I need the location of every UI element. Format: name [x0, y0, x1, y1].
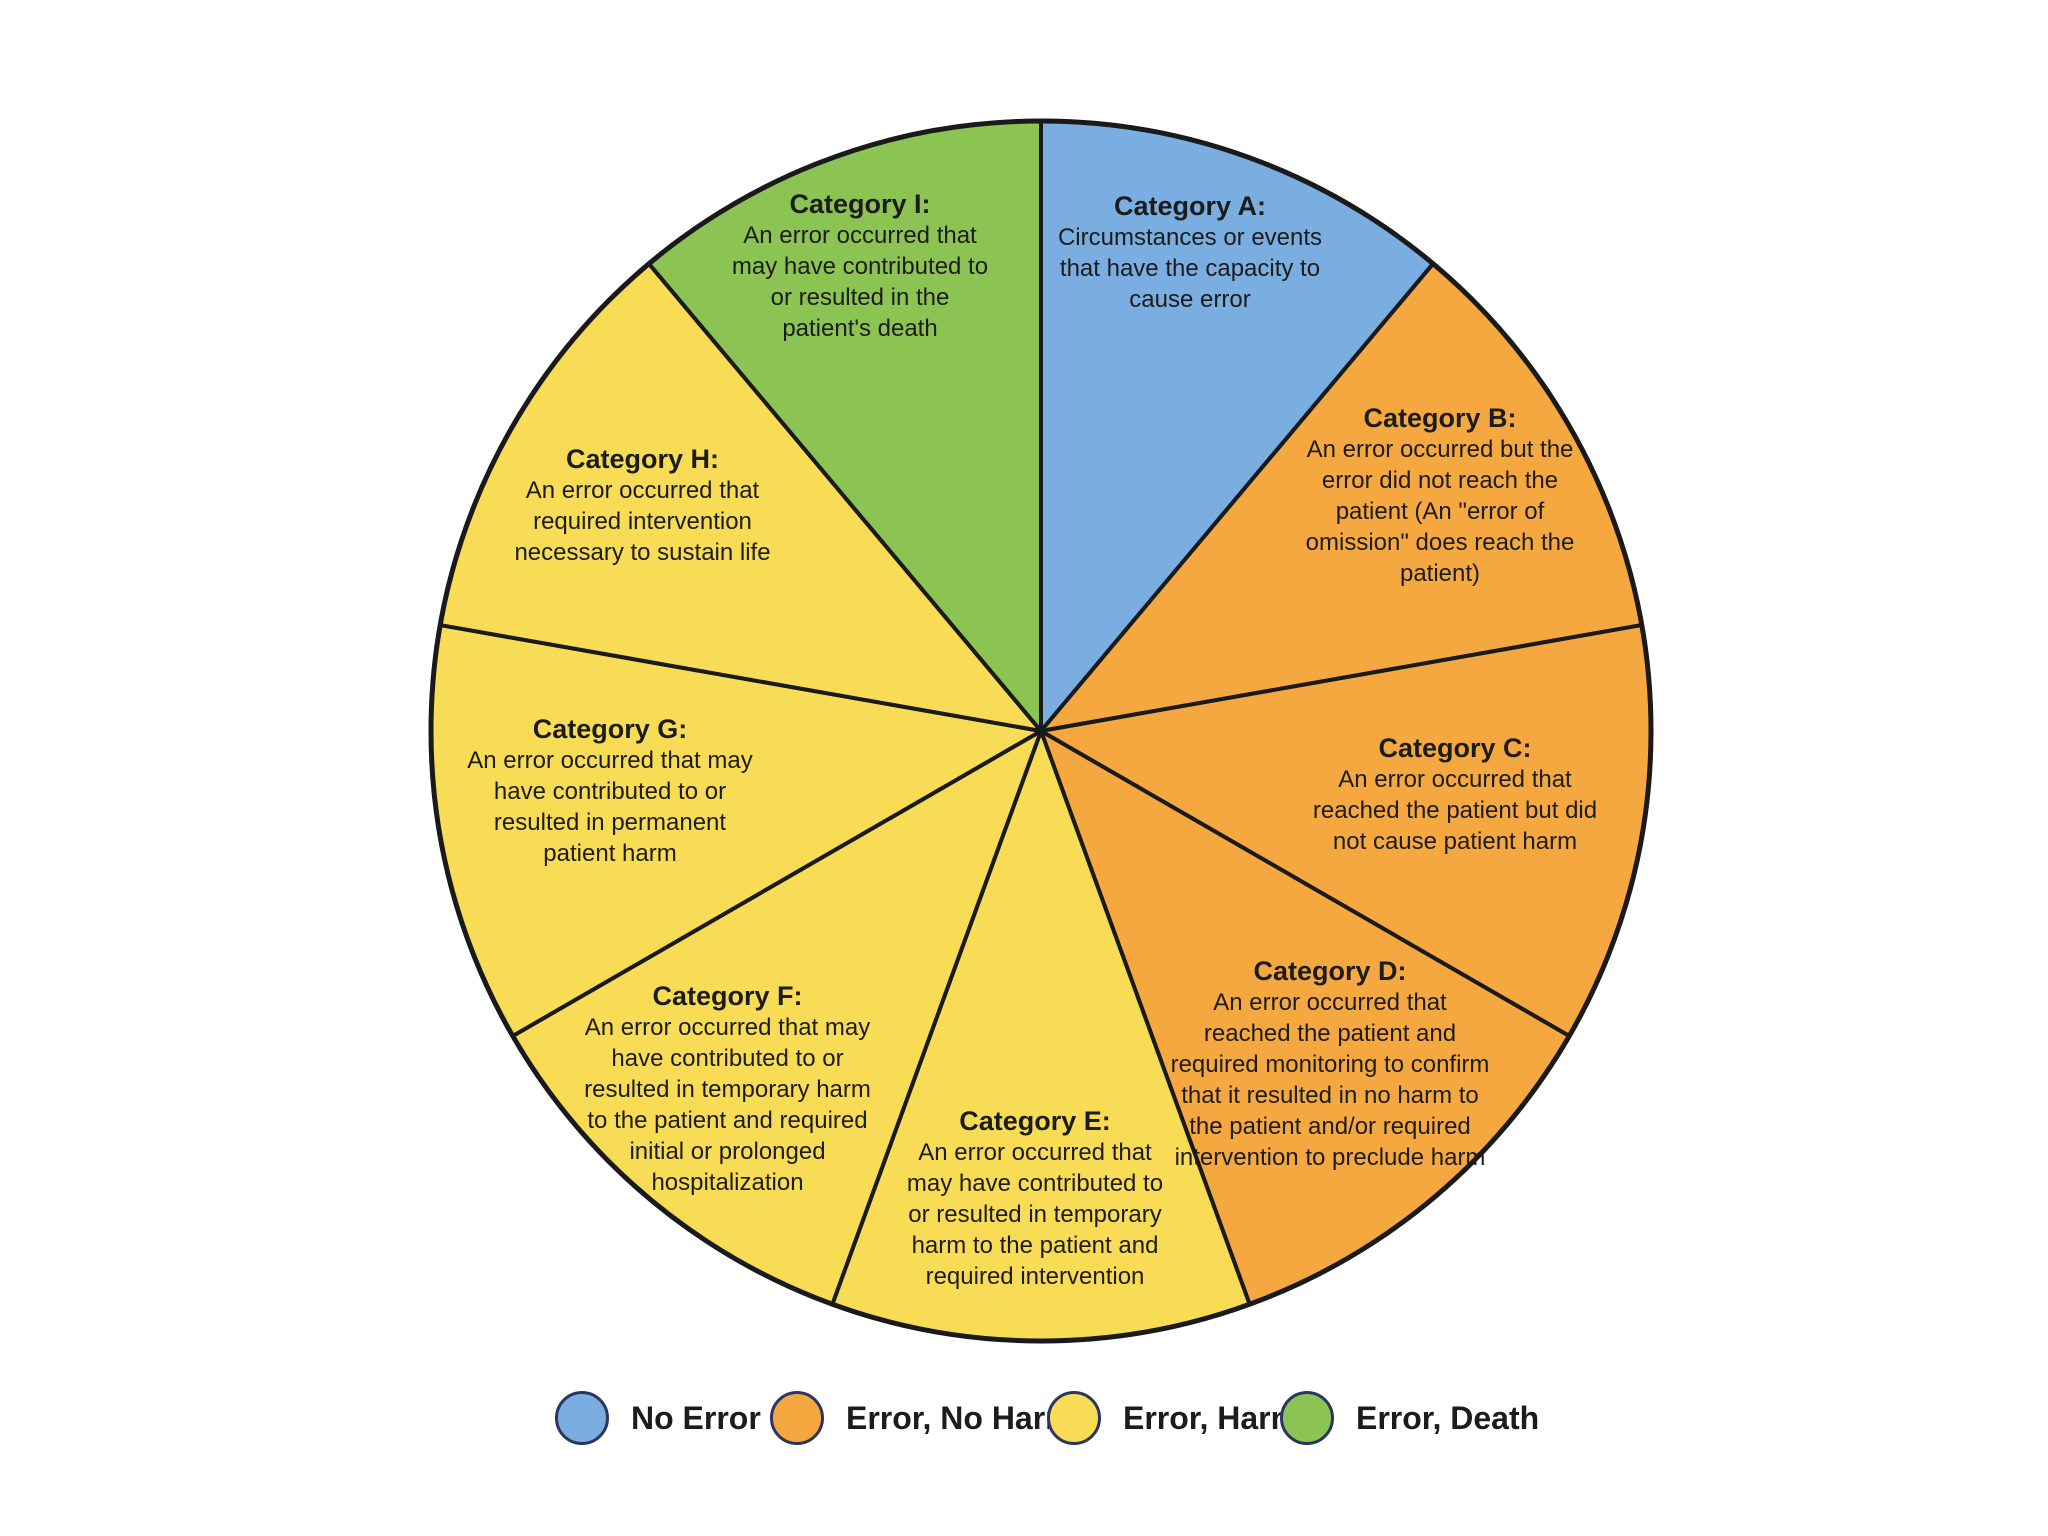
- segment-title-g: Category G:: [532, 714, 688, 744]
- legend-swatch-no-error: [555, 1391, 609, 1445]
- segment-description-i: An error occurred that may have contribu…: [731, 222, 989, 342]
- segment-title-d: Category D:: [1253, 956, 1407, 986]
- wheel-outline: [428, 118, 1654, 1344]
- legend-swatch-error-death: [1280, 1391, 1334, 1445]
- legend-item-error-death: Error, Death: [1280, 1378, 1539, 1458]
- legend-swatch-error-harm: [1047, 1391, 1101, 1445]
- segment-label-i: Category I: An error occurred that may h…: [725, 188, 995, 344]
- segment-description-b: An error occurred but the error did not …: [1305, 436, 1575, 587]
- segment-description-e: An error occurred that may have contribu…: [906, 1139, 1164, 1290]
- segment-title-h: Category H:: [565, 444, 720, 474]
- legend-item-no-error: No Error: [555, 1378, 761, 1458]
- legend: No Error Error, No Harm Error, Harm Erro…: [0, 1378, 2048, 1458]
- segment-title-f: Category F:: [652, 981, 803, 1011]
- legend-item-error-harm: Error, Harm: [1047, 1378, 1299, 1458]
- segment-description-d: An error occurred that reached the patie…: [1170, 989, 1490, 1171]
- segment-title-i: Category I:: [789, 189, 931, 219]
- legend-label-error-death: Error, Death: [1356, 1399, 1540, 1436]
- segment-description-f: An error occurred that may have contribu…: [584, 1014, 871, 1196]
- segment-title-b: Category B:: [1363, 403, 1517, 433]
- segment-description-c: An error occurred that reached the patie…: [1312, 766, 1598, 855]
- segment-title-c: Category C:: [1378, 733, 1532, 763]
- segment-label-a: Category A: Circumstances or events that…: [1050, 190, 1330, 315]
- segment-label-e: Category E: An error occurred that may h…: [900, 1105, 1170, 1292]
- segment-description-h: An error occurred that required interven…: [514, 477, 771, 566]
- segment-label-g: Category G: An error occurred that may h…: [455, 713, 765, 869]
- segment-label-f: Category F: An error occurred that may h…: [575, 980, 880, 1198]
- legend-item-error-no-harm: Error, No Harm: [770, 1378, 1074, 1458]
- segment-label-d: Category D: An error occurred that reach…: [1170, 955, 1490, 1173]
- legend-label-error-harm: Error, Harm: [1123, 1399, 1300, 1436]
- legend-swatch-error-no-harm: [770, 1391, 824, 1445]
- segment-label-c: Category C: An error occurred that reach…: [1300, 732, 1610, 857]
- segment-description-g: An error occurred that may have contribu…: [467, 747, 753, 867]
- legend-label-error-no-harm: Error, No Harm: [846, 1399, 1074, 1436]
- segment-label-h: Category H: An error occurred that requi…: [500, 443, 785, 568]
- legend-label-no-error: No Error: [631, 1399, 761, 1436]
- segment-title-a: Category A:: [1113, 191, 1267, 221]
- segment-label-b: Category B: An error occurred but the er…: [1305, 402, 1575, 589]
- segment-title-e: Category E:: [959, 1106, 1111, 1136]
- segment-description-a: Circumstances or events that have the ca…: [1057, 224, 1323, 313]
